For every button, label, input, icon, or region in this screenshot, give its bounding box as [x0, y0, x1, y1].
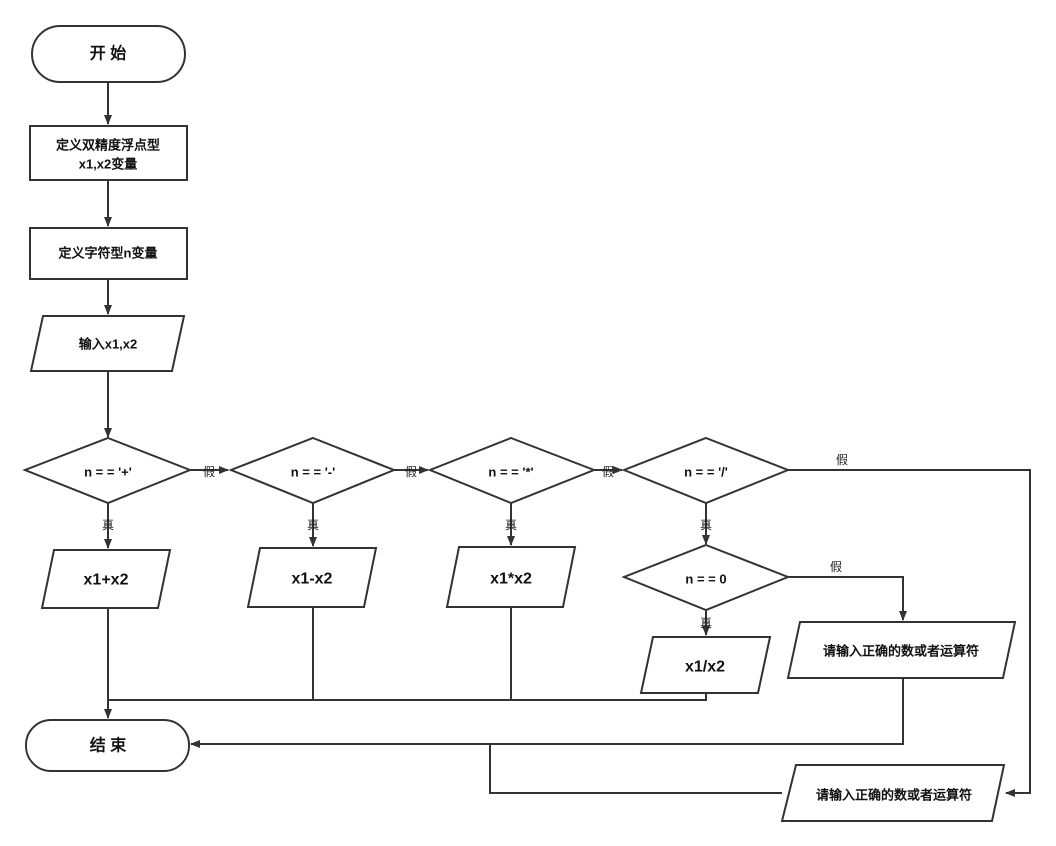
label-minus-false: 假 [405, 465, 417, 479]
decl-double-text-line2: x1,x2变量 [79, 157, 138, 172]
cond-plus-text: n = = '+' [84, 465, 132, 480]
label-zero-true: 真 [700, 616, 712, 630]
label-div-false: 假 [836, 453, 848, 467]
error-outer-text: 请输入正确的数或者运算符 [816, 788, 972, 803]
start-terminal [31, 25, 186, 83]
cond-div-diamond [621, 436, 791, 505]
node-start: 开 始 [31, 25, 186, 83]
cond-zero-text: n = = 0 [685, 572, 726, 587]
arrow-div-false-to-error [788, 469, 1031, 797]
label-mul-false: 假 [602, 465, 614, 479]
label-minus-true: 真 [307, 518, 319, 532]
cond-minus-diamond [228, 436, 397, 505]
op-div-text: x1/x2 [685, 659, 725, 676]
line-sub-merge [108, 607, 314, 701]
decl-double-text-line1: 定义双精度浮点型 [55, 138, 160, 153]
op-mul-text: x1*x2 [490, 571, 532, 588]
input-parallelogram [29, 315, 186, 372]
decl-char-process [29, 227, 188, 280]
cond-minus-text: n = = '-' [291, 465, 335, 480]
node-cond-zero: n = = 0 [621, 543, 791, 612]
error-outer-parallelogram [780, 764, 1006, 822]
cond-div-text: n = = '/' [684, 465, 728, 480]
decl-char-text: 定义字符型n变量 [58, 246, 158, 261]
branch-labels: 真 真 真 真 真 假 假 假 假 假 [102, 453, 848, 630]
node-op-mul: x1*x2 [445, 546, 577, 608]
cond-zero-diamond [621, 543, 791, 612]
error-inner-text: 请输入正确的数或者运算符 [823, 644, 979, 659]
node-op-add: x1+x2 [40, 549, 172, 609]
line-div-merge [511, 693, 707, 701]
label-div-true: 真 [700, 518, 712, 532]
node-input: 输入x1,x2 [29, 315, 186, 372]
decl-double-process [29, 125, 188, 181]
arrow-error-inner-to-end [190, 678, 904, 748]
arrow-zero-false [788, 576, 907, 621]
input-text: 输入x1,x2 [79, 337, 138, 352]
op-sub-parallelogram [246, 547, 378, 608]
connectors [104, 82, 1031, 797]
op-div-parallelogram [639, 636, 772, 694]
node-error-outer: 请输入正确的数或者运算符 [780, 764, 1006, 822]
op-mul-parallelogram [445, 546, 577, 608]
end-text: 结 束 [89, 736, 127, 755]
line-mul-merge [313, 607, 512, 701]
op-sub-text: x1-x2 [292, 571, 333, 588]
label-plus-true: 真 [102, 518, 114, 532]
line-error-outer-to-end [489, 744, 782, 794]
cond-plus-diamond [22, 436, 193, 505]
node-error-inner: 请输入正确的数或者运算符 [786, 621, 1017, 679]
node-op-sub: x1-x2 [246, 547, 378, 608]
cond-mul-text: n = = '*' [488, 465, 533, 480]
cond-mul-diamond [427, 436, 597, 505]
node-op-div: x1/x2 [639, 636, 772, 694]
node-decl-char: 定义字符型n变量 [29, 227, 188, 280]
op-add-text: x1+x2 [84, 572, 129, 589]
node-cond-mul: n = = '*' [427, 436, 597, 505]
node-cond-div: n = = '/' [621, 436, 791, 505]
error-inner-parallelogram [786, 621, 1017, 679]
start-text: 开 始 [90, 44, 126, 63]
label-plus-false: 假 [203, 465, 215, 479]
label-mul-true: 真 [505, 518, 517, 532]
label-zero-false: 假 [830, 560, 842, 574]
node-end: 结 束 [25, 719, 190, 772]
node-cond-minus: n = = '-' [228, 436, 397, 505]
node-decl-double: 定义双精度浮点型 x1,x2变量 [29, 125, 188, 181]
end-terminal [25, 719, 190, 772]
op-add-parallelogram [40, 549, 172, 609]
node-cond-plus: n = = '+' [22, 436, 193, 505]
